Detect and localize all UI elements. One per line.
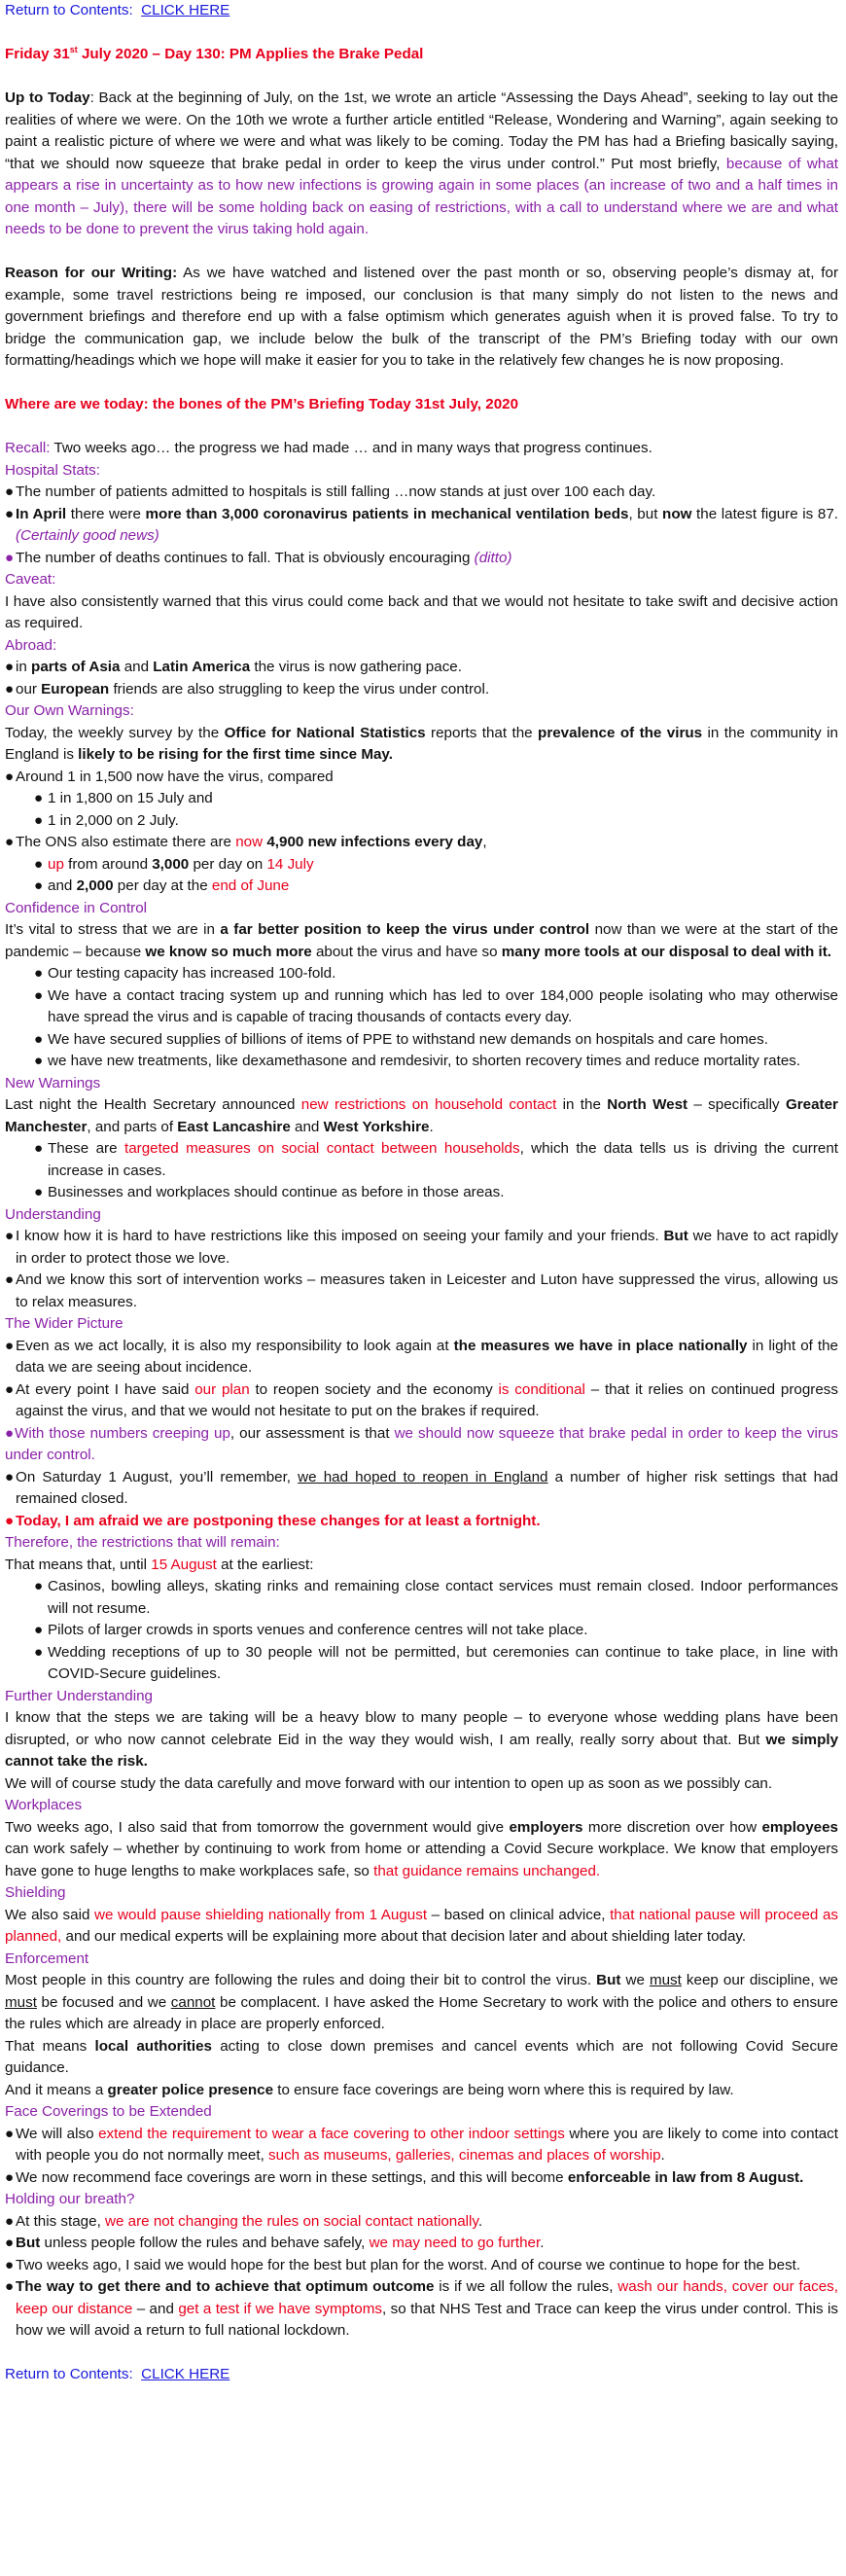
bones-heading: Where are we today: the bones of the PM’… [5, 396, 519, 412]
workplaces-heading: Workplaces [5, 1797, 83, 1813]
shielding-heading: Shielding [5, 1884, 66, 1901]
intro-paragraph: Up to Today: Back at the beginning of Ju… [5, 89, 838, 237]
sub-list-item: ●Casinos, bowling alleys, skating rinks … [34, 1578, 838, 1617]
sub-list-item: ●We have a contact tracing system up and… [34, 986, 838, 1026]
list-item: ●And we know this sort of intervention w… [5, 1271, 838, 1310]
hospital-heading: Hospital Stats: [5, 461, 100, 479]
caveat-text: I have also consistently warned that thi… [5, 592, 838, 632]
sub-list-item: ●We have secured supplies of billions of… [34, 1030, 768, 1048]
new-warnings-text: Last night the Health Secretary announce… [5, 1096, 838, 1135]
warnings-heading: Our Own Warnings: [5, 702, 134, 719]
abroad-heading: Abroad: [5, 636, 57, 654]
understanding-heading: Understanding [5, 1205, 101, 1223]
enforcement-heading: Enforcement [5, 1950, 89, 1967]
further-text-2: We will of course study the data careful… [5, 1774, 773, 1792]
list-item: ●The ONS also estimate there are now 4,9… [5, 834, 487, 850]
confidence-text: It’s vital to stress that we are in a fa… [5, 921, 838, 960]
sub-list-item: ●1 in 2,000 on 2 July. [34, 811, 179, 829]
further-heading: Further Understanding [5, 1687, 153, 1704]
sub-list-item: ●we have new treatments, like dexamethas… [34, 1053, 801, 1069]
list-item: ●Around 1 in 1,500 now have the virus, c… [5, 768, 334, 785]
page-title: Friday 31st July 2020 – Day 130: PM Appl… [5, 44, 424, 62]
enforcement-text-3: And it means a greater police presence t… [5, 2081, 734, 2098]
click-here-link-bottom[interactable]: CLICK HERE [141, 2366, 230, 2382]
caveat-heading: Caveat: [5, 571, 56, 588]
recall-line: Recall: Two weeks ago… the progress we h… [5, 440, 652, 456]
return-to-contents-bottom: Return to Contents: CLICK HERE [5, 2366, 230, 2382]
wider-brake-line: ●With those numbers creeping up, our ass… [5, 1424, 838, 1464]
sub-list-item: ●Businesses and workplaces should contin… [34, 1184, 505, 1200]
list-item: ●We will also extend the requirement to … [5, 2125, 838, 2165]
list-item: ●The number of deaths continues to fall.… [5, 549, 512, 566]
list-item: ●At every point I have said our plan to … [5, 1380, 838, 1420]
list-item: ●our European friends are also strugglin… [5, 680, 490, 698]
list-item: ●in parts of Asia and Latin America the … [5, 659, 462, 675]
restrictions-text: That means that, until 15 August at the … [5, 1556, 314, 1573]
restrictions-heading: Therefore, the restrictions that will re… [5, 1534, 280, 1551]
further-text-1: I know that the steps we are taking will… [5, 1709, 839, 1770]
list-item: ●The way to get there and to achieve tha… [5, 2278, 838, 2339]
shielding-text: We also said we would pause shielding na… [5, 1906, 838, 1946]
enforcement-text-2: That means local authorities acting to c… [5, 2037, 838, 2077]
list-item: ●Today, I am afraid we are postponing th… [5, 1512, 541, 1529]
reason-paragraph: Reason for our Writing: As we have watch… [5, 265, 838, 369]
sub-list-item: ●Wedding receptions of up to 30 people w… [34, 1643, 838, 1683]
list-item: ●We now recommend face coverings are wor… [5, 2168, 804, 2186]
sub-list-item: ●Our testing capacity has increased 100-… [34, 965, 336, 982]
list-item: ●At this stage, we are not changing the … [5, 2212, 483, 2230]
confidence-heading: Confidence in Control [5, 899, 148, 916]
click-here-link[interactable]: CLICK HERE [141, 2, 230, 18]
warnings-text: Today, the weekly survey by the Office f… [5, 724, 838, 764]
enforcement-text-1: Most people in this country are followin… [5, 1972, 838, 2032]
list-item: ●Even as we act locally, it is also my r… [5, 1337, 838, 1377]
list-item: ●Two weeks ago, I said we would hope for… [5, 2256, 801, 2273]
new-warnings-heading: New Warnings [5, 1074, 101, 1091]
list-item: ●I know how it is hard to have restricti… [5, 1228, 838, 1267]
list-item: ●But unless people follow the rules and … [5, 2235, 545, 2251]
list-item: ●The number of patients admitted to hosp… [5, 483, 656, 500]
breath-heading: Holding our breath? [5, 2191, 135, 2207]
sub-list-item: ●Pilots of larger crowds in sports venue… [34, 1622, 588, 1638]
wider-heading: The Wider Picture [5, 1315, 123, 1332]
list-item: ●On Saturday 1 August, you’ll remember, … [5, 1468, 838, 1508]
list-item: ●In April there were more than 3,000 cor… [5, 505, 838, 545]
return-to-contents: Return to Contents: CLICK HERE [5, 2, 230, 18]
sub-list-item: ●up from around 3,000 per day on 14 July [34, 855, 314, 873]
sub-list-item: ●and 2,000 per day at the end of June [34, 877, 290, 894]
sub-list-item: ●1 in 1,800 on 15 July and [34, 790, 213, 806]
workplaces-text: Two weeks ago, I also said that from tom… [5, 1818, 838, 1879]
face-heading: Face Coverings to be Extended [5, 2103, 212, 2120]
sub-list-item: ●These are targeted measures on social c… [34, 1140, 838, 1179]
